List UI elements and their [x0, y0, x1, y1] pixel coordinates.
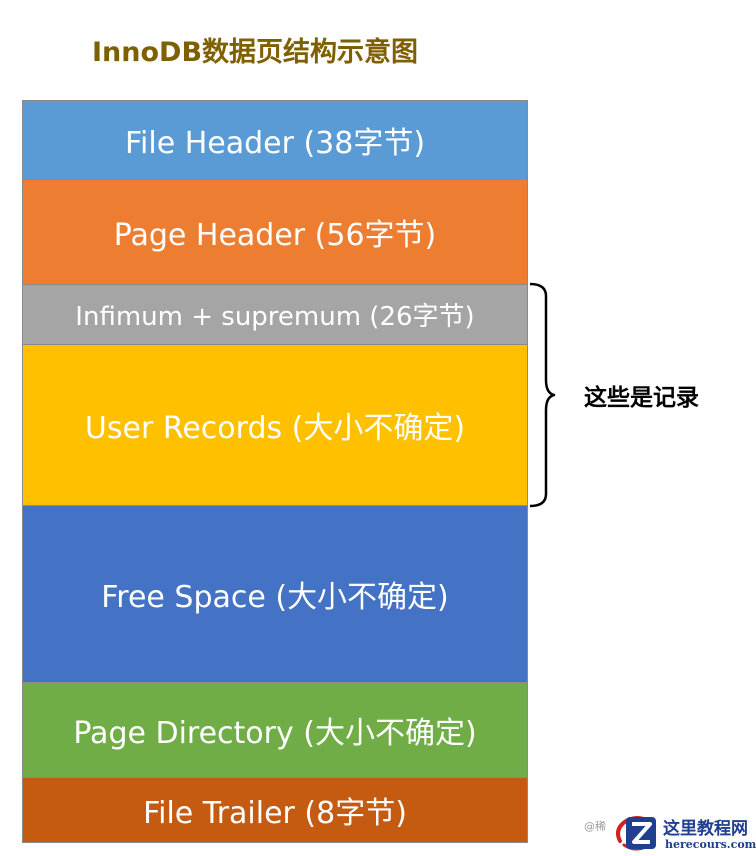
records-brace-icon: [529, 282, 556, 508]
block-file-header: File Header (38字节): [22, 100, 528, 179]
brace-label: 这些是记录: [584, 385, 699, 411]
site-logo-icon: [616, 816, 656, 851]
diagram-title: InnoDB数据页结构示意图: [92, 37, 419, 68]
block-page-directory: Page Directory (大小不确定): [22, 682, 528, 777]
watermark-site-name: 这里教程网: [663, 819, 748, 839]
watermark-site-url: herecours.com: [665, 838, 756, 851]
watermark-handle: @稀: [584, 820, 606, 833]
block-free-space: Free Space (大小不确定): [22, 505, 528, 682]
block-user-records: User Records (大小不确定): [22, 344, 528, 505]
block-infimum-supremum: Infimum + supremum (26字节): [22, 284, 528, 344]
block-page-header: Page Header (56字节): [22, 179, 528, 284]
block-file-trailer: File Trailer (8字节): [22, 777, 528, 843]
